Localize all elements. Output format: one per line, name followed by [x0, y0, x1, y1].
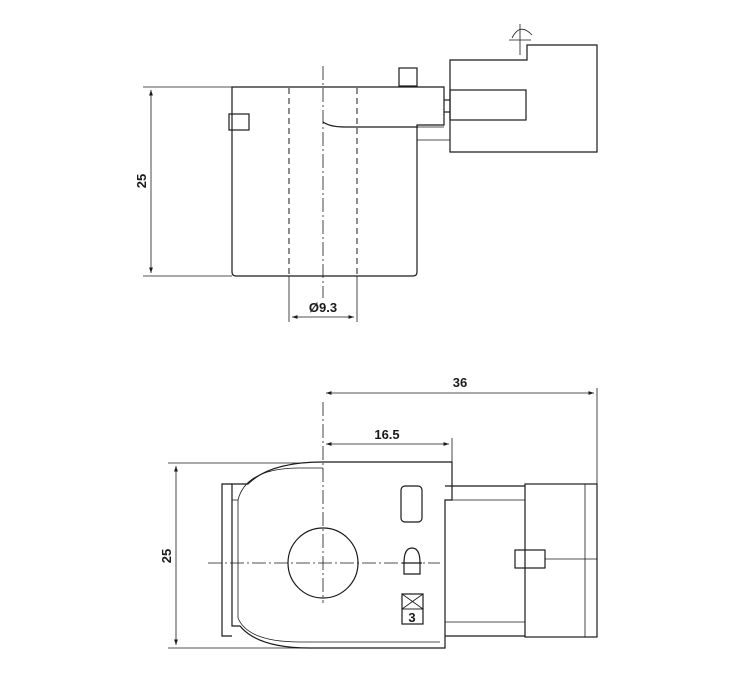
connector-front — [524, 483, 598, 638]
top-height-label: 25 — [134, 174, 149, 188]
bore-diameter-label: Ø9.3 — [309, 300, 337, 315]
connector-latch — [514, 549, 546, 569]
total-width-label: 36 — [453, 375, 467, 390]
indicator-symbol — [402, 547, 422, 575]
top-nub — [398, 67, 418, 87]
left-step-tab — [221, 483, 232, 637]
slot-feature — [400, 485, 423, 523]
rating-marking: 3 — [401, 593, 424, 625]
left-tab — [228, 113, 250, 131]
bottom-view: 3 25 36 16.5 — [159, 375, 598, 649]
coil-face-inner-bottom — [237, 617, 440, 643]
screw-symbol — [509, 24, 533, 55]
connector-inner-block — [449, 89, 527, 121]
connector-flange — [322, 121, 418, 128]
center-offset-label: 16.5 — [374, 427, 399, 442]
marking-number: 3 — [408, 610, 415, 625]
coil-face-inner — [232, 467, 323, 501]
coil-body-side — [231, 86, 445, 277]
connector-plug — [449, 44, 598, 153]
bottom-height-label: 25 — [159, 549, 174, 563]
top-view: 25 Ø9.3 — [134, 24, 598, 322]
